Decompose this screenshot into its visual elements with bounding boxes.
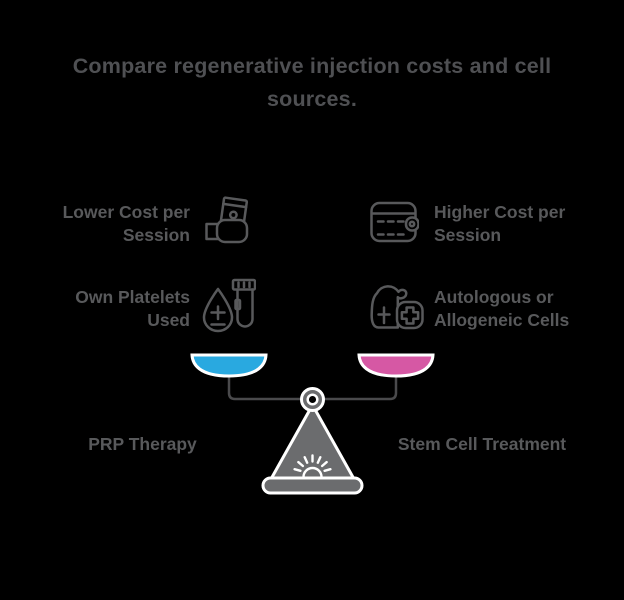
wallet-icon [370, 201, 419, 243]
cash-in-hand-icon [205, 196, 249, 244]
lamp-glyph [293, 454, 332, 479]
feature-own-platelets-label: Own Platelets Used [75, 287, 190, 330]
blood-drop-test-tube-icon [202, 278, 256, 333]
page-title: Compare regenerative injection costs and… [72, 54, 552, 111]
feature-higher-cost-label: Higher Cost per Session [434, 202, 566, 245]
left-side-label: PRP Therapy [88, 434, 197, 454]
feature-lower-cost-label: Lower Cost per Session [62, 202, 190, 245]
person-cells-icon [370, 285, 424, 330]
scale-base [261, 476, 364, 495]
left-scale-pan [190, 353, 268, 378]
balance-scale [190, 353, 435, 495]
right-side-label: Stem Cell Treatment [397, 434, 567, 454]
right-scale-pan [357, 353, 435, 378]
feature-cell-source-label: Autologous or Allogeneic Cells [434, 287, 570, 330]
